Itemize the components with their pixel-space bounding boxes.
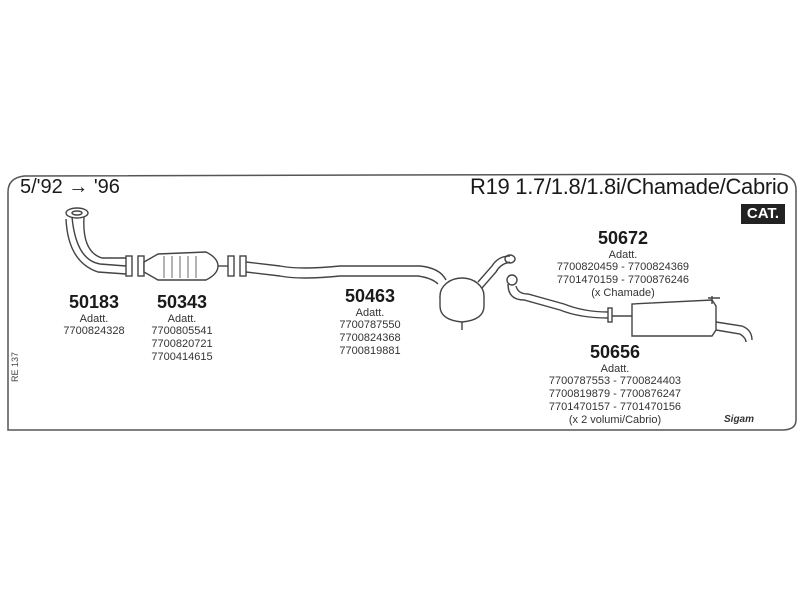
- part-50183: 50183 Adatt. 7700824328: [54, 292, 134, 338]
- part-ref: 7700820721: [151, 338, 213, 350]
- part-note: Adatt.: [600, 363, 630, 375]
- part-ref: 7701470159 - 7700876246: [556, 274, 690, 286]
- part-ref: 7700824368: [339, 332, 401, 344]
- part-ref: 7700805541: [151, 325, 213, 337]
- panel-border: [7, 173, 797, 431]
- part-ref: (x Chamade): [591, 287, 655, 299]
- side-code: RE 137: [10, 351, 20, 382]
- part-ref: 7700824328: [63, 325, 125, 337]
- intermediate-pipe: [239, 254, 516, 330]
- part-code: 50183: [68, 292, 120, 312]
- rear-silencer: [506, 274, 753, 343]
- part-note: Adatt.: [355, 307, 385, 319]
- part-ref: 7700787553 - 7700824403: [548, 375, 682, 387]
- part-code: 50672: [597, 228, 649, 248]
- brand-logo: Sigam: [724, 414, 755, 425]
- catalytic-converter: [137, 251, 235, 281]
- part-ref: 7700787550: [339, 319, 401, 331]
- part-ref: 7700819881: [339, 345, 401, 357]
- part-ref: 7700819879 - 7700876247: [548, 388, 682, 400]
- part-ref: (x 2 volumi/Cabrio): [568, 414, 662, 426]
- part-code: 50656: [589, 342, 641, 362]
- part-ref: 7700820459 - 7700824369: [556, 261, 690, 273]
- part-note: Adatt.: [167, 313, 197, 325]
- part-50672: 50672 Adatt. 7700820459 - 7700824369 770…: [538, 228, 708, 300]
- front-pipe: [65, 207, 133, 277]
- cat-badge: CAT.: [741, 204, 785, 224]
- vehicle-title: R19 1.7/1.8/1.8i/Chamade/Cabrio: [470, 174, 789, 199]
- part-code: 50343: [156, 292, 208, 312]
- part-50343: 50343 Adatt. 7700805541 7700820721 77004…: [142, 292, 222, 364]
- part-note: Adatt.: [79, 313, 109, 325]
- part-ref: 7701470157 - 7701470156: [548, 401, 682, 413]
- part-50463: 50463 Adatt. 7700787550 7700824368 77008…: [330, 286, 410, 358]
- part-ref: 7700414615: [151, 351, 213, 363]
- part-code: 50463: [344, 286, 396, 306]
- period-range: 5/'92 → '96: [20, 176, 120, 198]
- part-note: Adatt.: [608, 249, 638, 261]
- part-50656: 50656 Adatt. 7700787553 - 7700824403 770…: [528, 342, 702, 427]
